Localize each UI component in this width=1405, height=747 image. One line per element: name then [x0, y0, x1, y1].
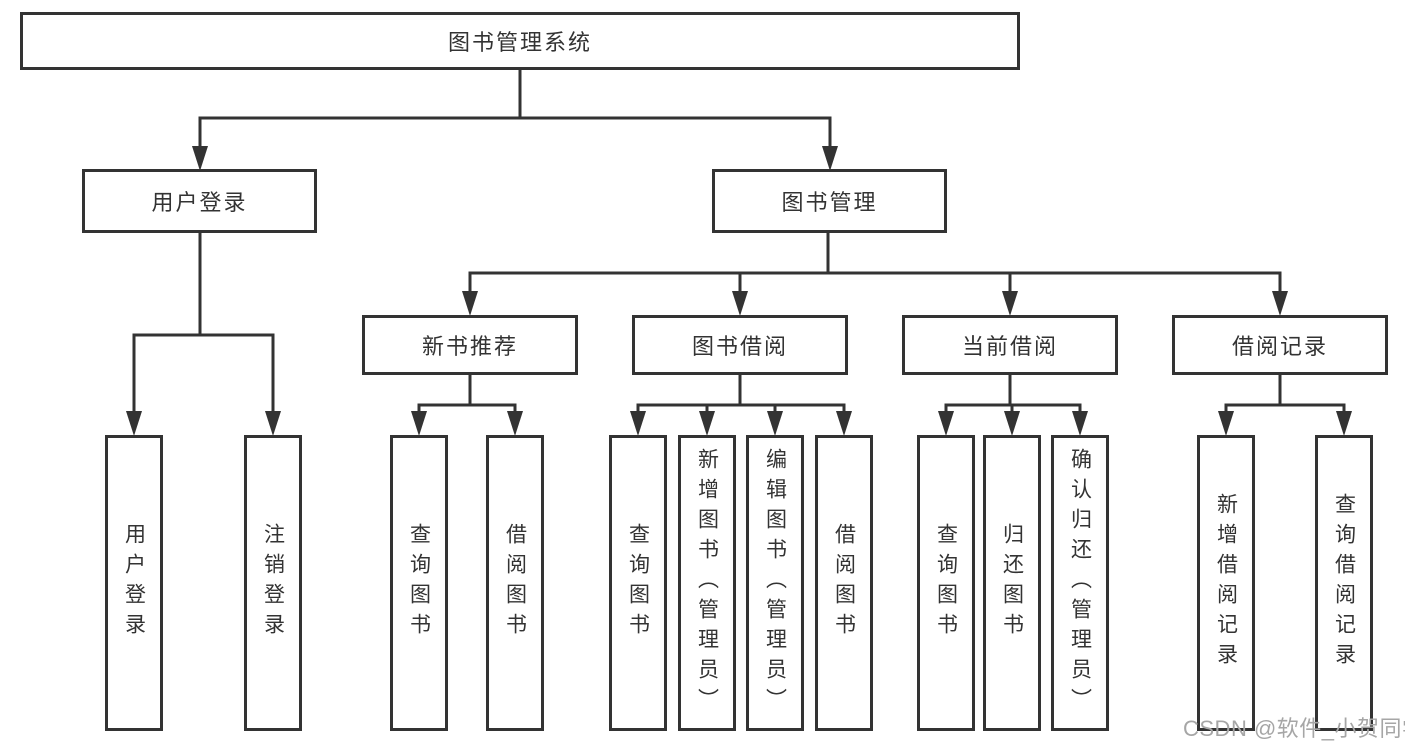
- node-user-login: 用户登录: [82, 169, 317, 233]
- node-book-management: 图书管理: [712, 169, 947, 233]
- csdn-watermark: CSDN @软件_小贺同学: [1183, 716, 1405, 741]
- leaf-borrow-borrow-book: 借阅图书: [815, 435, 873, 731]
- node-current-borrow: 当前借阅: [902, 315, 1118, 375]
- leaf-borrow-edit-book-admin: 编辑图书（管理员）: [746, 435, 804, 731]
- leaf-logout: 注销登录: [244, 435, 302, 731]
- leaf-borrow-add-book-admin: 新增图书（管理员）: [678, 435, 736, 731]
- leaf-current-confirm-return-admin: 确认归还（管理员）: [1051, 435, 1109, 731]
- arrowhead-icons: [126, 146, 1352, 436]
- leaf-current-return-book: 归还图书: [983, 435, 1041, 731]
- leaf-current-query-book: 查询图书: [917, 435, 975, 731]
- leaf-recommend-borrow-book: 借阅图书: [486, 435, 544, 731]
- leaf-user-login: 用户登录: [105, 435, 163, 731]
- node-book-borrow: 图书借阅: [632, 315, 848, 375]
- node-new-book-recommend: 新书推荐: [362, 315, 578, 375]
- node-borrow-records: 借阅记录: [1172, 315, 1388, 375]
- node-root: 图书管理系统: [20, 12, 1020, 70]
- leaf-records-add-record: 新增借阅记录: [1197, 435, 1255, 731]
- leaf-records-query-record: 查询借阅记录: [1315, 435, 1373, 731]
- leaf-recommend-query-book: 查询图书: [390, 435, 448, 731]
- leaf-borrow-query-book: 查询图书: [609, 435, 667, 731]
- connector-paths: [132, 70, 1346, 413]
